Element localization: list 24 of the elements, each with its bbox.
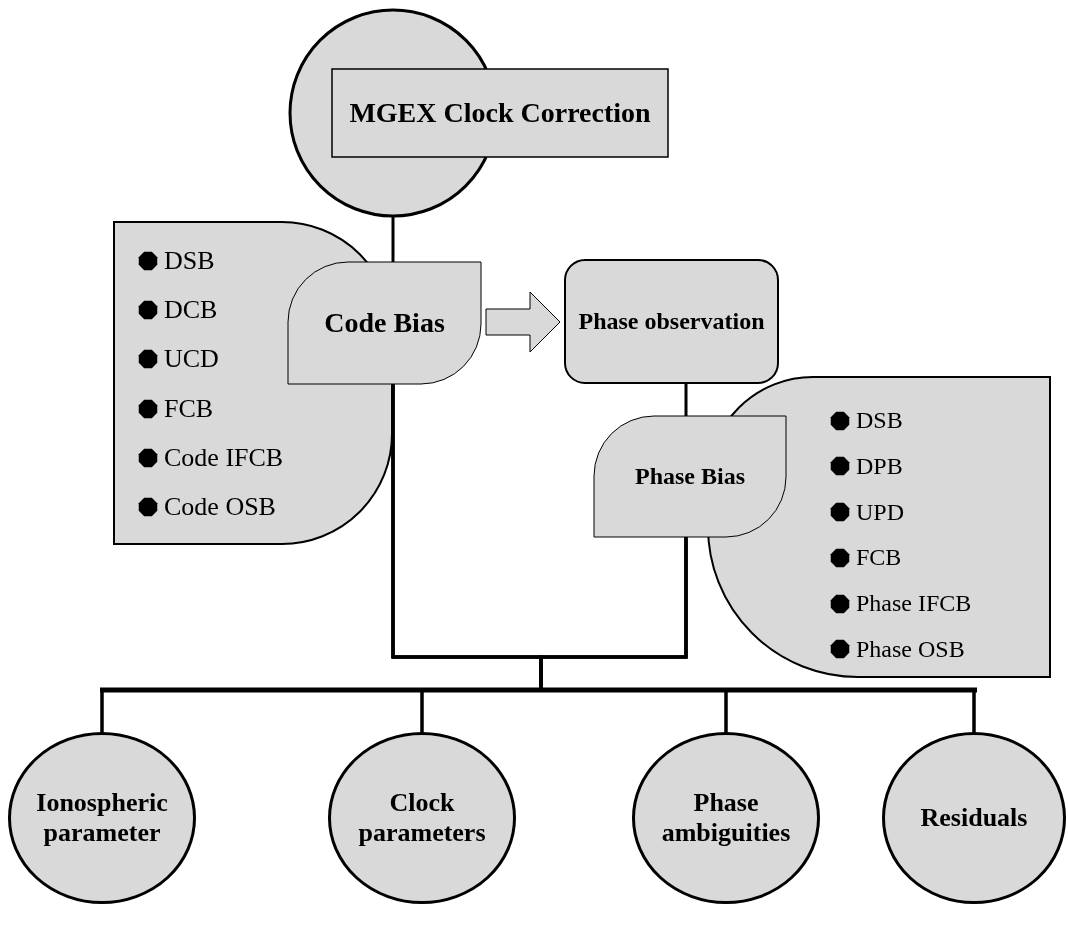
list-item-text: DCB <box>164 295 218 326</box>
connector-line <box>684 383 688 416</box>
list-item-text: FCB <box>164 393 214 424</box>
list-item-text: DSB <box>164 246 215 276</box>
node-label: Ionospheric parameter <box>35 788 169 848</box>
node-label: MGEX Clock Correction <box>349 96 651 130</box>
list-item-text: Code IFCB <box>164 442 284 473</box>
connector-line <box>391 217 395 262</box>
list-item-text: DPB <box>856 452 903 480</box>
node-label: Clock parameters <box>357 788 487 848</box>
list-item-text: Code OSB <box>164 491 276 522</box>
node-label: Phase Bias <box>635 462 745 491</box>
list-item-text: UPD <box>856 498 904 526</box>
list-item-text: Phase IFCB <box>856 590 972 618</box>
list-item-text: Phase OSB <box>856 636 965 663</box>
block-arrow <box>485 291 561 353</box>
list-item-text: DSB <box>856 407 903 434</box>
list-item-text: FCB <box>856 544 902 572</box>
node-label: Phase observation <box>578 307 765 336</box>
connector-line <box>539 537 976 732</box>
list-item-text: UCD <box>164 344 219 375</box>
node-label: Phase ambiguities <box>660 788 792 848</box>
node-label: Code Bias <box>324 306 445 340</box>
node-label: Residuals <box>919 803 1029 833</box>
